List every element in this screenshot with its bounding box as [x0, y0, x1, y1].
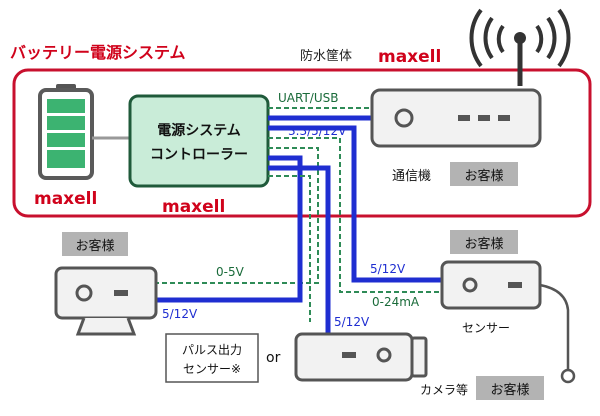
label-5-12v-left: 5/12V: [162, 307, 198, 321]
camera-tag: お客様: [490, 382, 529, 398]
enclosure-label: 防水筐体: [300, 48, 352, 64]
camera-label: カメラ等: [420, 383, 468, 397]
label-0-5v: 0-5V: [216, 265, 245, 279]
controller-line1: 電源システム: [157, 122, 241, 139]
label-0-24ma: 0-24mA: [372, 295, 420, 309]
controller-line2: コントローラー: [150, 147, 248, 163]
pulse-sensor-box: [165, 333, 259, 383]
power-system-controller: [128, 94, 270, 188]
label-5-12v-sensor: 5/12V: [370, 262, 406, 276]
antenna-icon: [469, 8, 571, 86]
label-uart-usb: UART/USB: [278, 91, 338, 105]
battery-icon: [38, 84, 94, 180]
sensor-tag: お客様: [464, 236, 503, 252]
camera-icon: [294, 332, 428, 382]
comm-device-tag: お客様: [464, 168, 503, 184]
diagram-title: バッテリー電源システム: [10, 43, 186, 62]
comm-device-label: 通信機: [392, 169, 431, 184]
left-device-tag: お客様: [75, 238, 114, 254]
sensor-label: センサー: [462, 321, 510, 335]
sensor-icon: [440, 260, 576, 384]
brand-logo-top: maxell: [378, 47, 441, 67]
pulse-sensor-line1: パルス出力: [182, 343, 242, 357]
label-5-12v-camera: 5/12V: [334, 315, 370, 329]
brand-logo-controller: maxell: [162, 197, 225, 217]
pulse-sensor-line2: センサー※: [183, 362, 241, 376]
brand-logo-battery: maxell: [34, 189, 97, 209]
left-device-icon: [54, 266, 158, 336]
or-label: or: [266, 350, 281, 366]
comm-device-icon: [370, 88, 542, 148]
